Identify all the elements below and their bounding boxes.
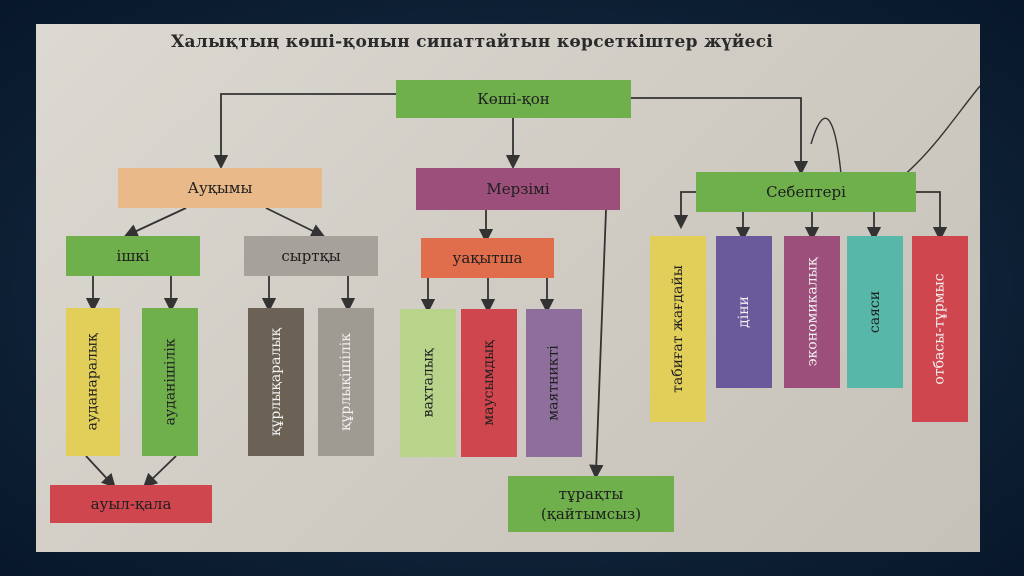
root-label: Көші-қон xyxy=(477,90,550,108)
duration-label: Мерзімі xyxy=(486,180,550,198)
shift-work-node: вахталық xyxy=(400,309,456,457)
shift-work-label: вахталық xyxy=(420,348,436,418)
permanent-label-line2: (қайтымсыз) xyxy=(540,505,642,523)
scope-label: Ауқымы xyxy=(187,179,253,197)
nature-node: табиғат жағдайы xyxy=(650,236,706,422)
reasons-node: Себептері xyxy=(696,172,916,212)
pendulum-node: маятникті xyxy=(526,309,582,457)
family-node: отбасы-тұрмыс xyxy=(912,236,968,422)
intracontinental-label: құрлықішілік xyxy=(338,333,354,431)
economic-label: экономикалық xyxy=(804,257,820,367)
inter-district-node: аудан­аралық xyxy=(66,308,120,456)
nature-label: табиғат жағдайы xyxy=(670,265,686,393)
family-label: отбасы-тұрмыс xyxy=(932,273,948,385)
permanent-node: тұрақты (қайтымсыз) xyxy=(508,476,674,532)
external-node: сыртқы xyxy=(244,236,378,276)
economic-node: экономикалық xyxy=(784,236,840,388)
external-label: сыртқы xyxy=(281,247,341,265)
seasonal-node: маусымдық xyxy=(461,309,517,457)
political-node: саяси xyxy=(847,236,903,388)
intra-district-label: аудан­ішілік xyxy=(162,338,179,426)
reasons-label: Себептері xyxy=(766,183,846,201)
page-title: Халықтың көші-қонын сипаттайтын көрсеткі… xyxy=(171,32,774,52)
temporary-node: уақытша xyxy=(421,238,554,278)
intra-district-node: аудан­ішілік xyxy=(142,308,198,456)
textbook-page: Халықтың көші-қонын сипаттайтын көрсеткі… xyxy=(36,24,980,552)
permanent-label-line1: тұрақты xyxy=(558,485,624,503)
root-node: Көші-қон xyxy=(396,80,631,118)
intercontinental-label: құрлықаралық xyxy=(268,327,284,437)
rural-urban-node: ауыл-қала xyxy=(50,485,212,523)
duration-node: Мерзімі xyxy=(416,168,620,210)
scope-node: Ауқымы xyxy=(118,168,322,208)
political-label: саяси xyxy=(866,290,883,334)
seasonal-label: маусымдық xyxy=(481,340,497,426)
internal-node: ішкі xyxy=(66,236,200,276)
temporary-label: уақытша xyxy=(452,249,523,267)
rural-urban-label: ауыл-қала xyxy=(90,495,172,513)
internal-label: ішкі xyxy=(116,247,150,265)
religious-label: діни xyxy=(735,296,752,328)
pendulum-label: маятникті xyxy=(546,345,563,421)
inter-district-label: аудан­аралық xyxy=(85,333,101,431)
intracontinental-node: құрлықішілік xyxy=(318,308,374,456)
religious-node: діни xyxy=(716,236,772,388)
intercontinental-node: құрлықаралық xyxy=(248,308,304,456)
